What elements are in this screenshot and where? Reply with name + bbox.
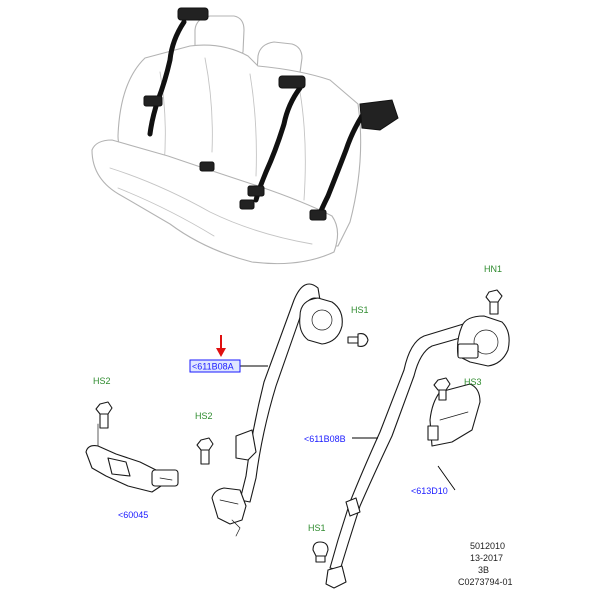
leader-lines xyxy=(240,365,456,491)
diagram-info-block: 5012010 13-2017 3B C0273794-01 xyxy=(458,541,513,587)
callout-hs1-bottom[interactable]: HS1 xyxy=(308,523,326,533)
callout-ref-611b08b[interactable]: <611B08B xyxy=(304,434,346,444)
fastener-hs3 xyxy=(433,377,451,401)
callout-ref-60045[interactable]: <60045 xyxy=(118,510,148,520)
callout-hs2-center[interactable]: HS2 xyxy=(195,411,213,421)
info-line-2: 13-2017 xyxy=(470,553,503,563)
info-line-1: 5012010 xyxy=(470,541,505,551)
callout-ref-613d10[interactable]: <613D10 xyxy=(411,486,448,496)
center-belt-buckle xyxy=(211,487,247,525)
callout-hn1[interactable]: HN1 xyxy=(484,264,502,274)
callout-ref-611b08a[interactable]: <611B08A xyxy=(192,362,234,372)
info-line-3: 3B xyxy=(478,565,489,575)
highlight-box xyxy=(189,359,241,373)
fastener-hs1-bottom xyxy=(312,541,329,563)
pointer-arrow xyxy=(216,335,226,357)
center-belt-tongue xyxy=(235,429,257,461)
callout-hs3[interactable]: HS3 xyxy=(464,377,482,387)
fastener-hs2-left xyxy=(95,401,113,429)
left-buckle-assembly xyxy=(85,423,179,493)
fastener-hs1-top xyxy=(347,333,369,347)
left-outboard-belt xyxy=(147,19,187,137)
info-line-4: C0273794-01 xyxy=(458,577,513,587)
center-seat-belt-assembly xyxy=(211,283,343,537)
callout-hs2-left[interactable]: HS2 xyxy=(93,376,111,386)
seat-cushion xyxy=(91,139,339,265)
fastener-hs2-center xyxy=(196,437,214,465)
left-retractor-top xyxy=(177,7,209,21)
right-belt-webbing xyxy=(329,321,475,571)
callout-hs1-top[interactable]: HS1 xyxy=(351,305,369,315)
fastener-hn1 xyxy=(485,289,503,315)
right-belt-anchor xyxy=(325,565,347,589)
rear-seat-illustration xyxy=(91,7,399,265)
right-outboard-belt xyxy=(315,113,365,221)
center-retractor-housing xyxy=(299,297,343,345)
right-retractor-top xyxy=(359,99,399,131)
